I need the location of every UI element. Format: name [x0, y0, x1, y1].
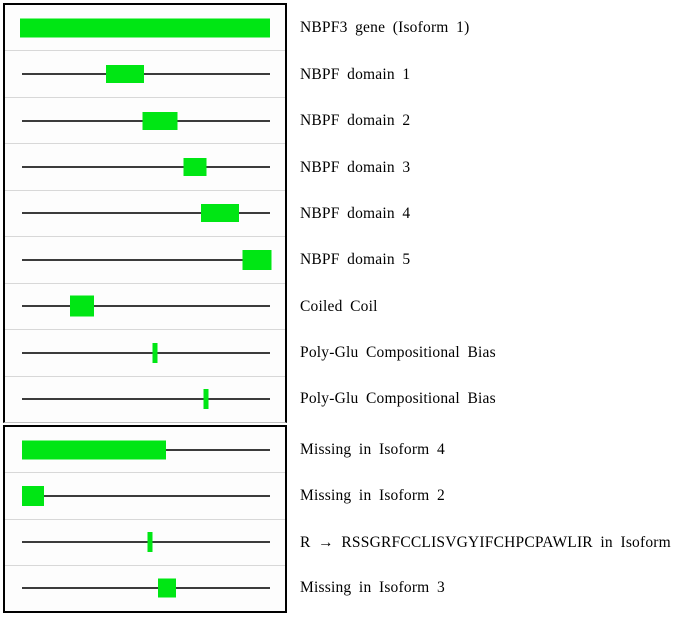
sequence-line: [22, 587, 270, 590]
feature-row-5: [5, 237, 285, 284]
feature-row-7: [5, 330, 285, 377]
domain-box: [21, 485, 44, 506]
gene-bar: [20, 18, 270, 38]
feature-label: Poly-Glu Compositional Bias: [300, 344, 496, 362]
feature-label: Missing in Isoform 3: [300, 579, 445, 597]
feature-row-6: [5, 283, 285, 331]
feature-label: Coiled Coil: [300, 297, 378, 315]
tick-marker: [203, 389, 209, 410]
feature-label: Missing in Isoform 4: [300, 441, 445, 459]
domain-box: [70, 295, 95, 317]
tick-marker: [152, 342, 158, 363]
feature-label: NBPF domain 5: [300, 251, 411, 269]
sequence-line: [22, 305, 270, 308]
feature-label: NBPF domain 3: [300, 158, 411, 176]
feature-box-domains: [3, 3, 287, 423]
feature-row-1: [5, 51, 285, 98]
feature-row-8: [5, 376, 285, 422]
feature-label: R → RSSGRFCCLISVGYIFCHPCPAWLIR in Isofor…: [300, 533, 676, 551]
feature-row-11: [5, 519, 285, 566]
feature-label: NBPF domain 2: [300, 112, 411, 130]
sequence-line: [22, 541, 270, 544]
sequence-line: [22, 212, 270, 215]
sequence-line: [22, 166, 270, 169]
feature-label: Poly-Glu Compositional Bias: [300, 390, 496, 408]
feature-row-0: [5, 5, 285, 52]
sequence-line: [22, 73, 270, 76]
missing-region-bar: [22, 440, 166, 460]
feature-label: NBPF3 gene (Isoform 1): [300, 19, 470, 37]
domain-box: [158, 578, 177, 598]
tick-marker: [147, 532, 153, 553]
sequence-line: [22, 494, 270, 497]
feature-row-10: [5, 473, 285, 520]
feature-row-3: [5, 144, 285, 191]
feature-row-2: [5, 97, 285, 145]
sequence-line: [22, 258, 270, 261]
feature-label: NBPF domain 1: [300, 65, 411, 83]
feature-label: NBPF domain 4: [300, 204, 411, 222]
sequence-line: [22, 351, 270, 354]
domain-box: [142, 111, 178, 130]
feature-box-isoform-variants: [3, 425, 287, 613]
feature-row-9: [5, 427, 285, 474]
feature-row-4: [5, 190, 285, 238]
domain-box: [242, 249, 272, 270]
feature-label: Missing in Isoform 2: [300, 487, 445, 505]
domain-box: [200, 204, 239, 223]
sequence-line: [22, 398, 270, 401]
domain-box: [183, 158, 207, 177]
domain-box: [105, 65, 144, 84]
feature-row-12: [5, 565, 285, 611]
